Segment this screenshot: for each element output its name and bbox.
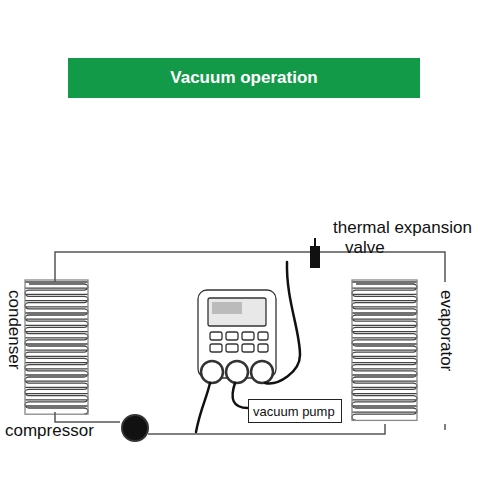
box-text: vacuum pump xyxy=(253,404,335,419)
part-label: condenser xyxy=(6,290,23,369)
part-label: compressor xyxy=(5,422,94,439)
expansion-valve-symbol xyxy=(310,246,320,268)
gauge-device xyxy=(198,290,276,383)
part-label: thermal expansion xyxy=(333,219,472,236)
title-band: Vacuum operation xyxy=(68,58,420,98)
labeled-box: vacuum pump xyxy=(248,399,342,423)
part-label: valve xyxy=(345,239,385,256)
part-label: evaporator xyxy=(438,290,455,371)
compressor-symbol xyxy=(122,415,148,441)
title-text: Vacuum operation xyxy=(170,68,317,88)
